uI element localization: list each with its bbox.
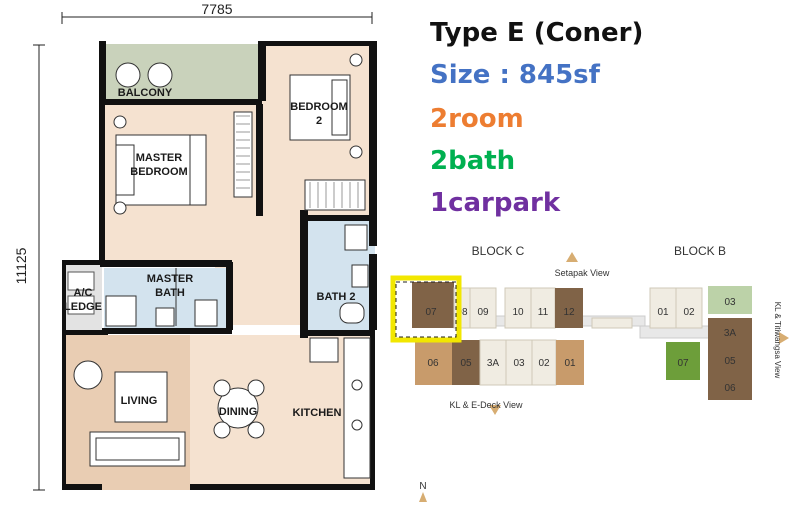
- bath2-fixtures: [339, 224, 369, 324]
- room-labels: BALCONY BEDROOM 2 MASTER BEDROOM MASTER …: [64, 87, 355, 419]
- label-master-line2: BEDROOM: [130, 166, 187, 178]
- label-ac-line2: LEDGE: [64, 301, 102, 313]
- walls: [62, 41, 377, 490]
- unit-b-02[interactable]: [675, 287, 703, 329]
- block-c-label: BLOCK C: [472, 244, 525, 258]
- kl-edeck-view-arrow: [489, 405, 501, 415]
- unit-c-03-label: 03: [513, 358, 525, 369]
- unit-carpark: 1carpark: [430, 188, 561, 218]
- unit-c-12[interactable]: [555, 288, 583, 328]
- kl-titiwangsa-view-label: KL & Titiwangsa View: [773, 302, 782, 379]
- unit-c-3a-label: 3A: [487, 358, 500, 369]
- unit-c-11[interactable]: [530, 287, 556, 329]
- label-living: LIVING: [121, 395, 158, 407]
- label-bedroom2-line1: BEDROOM: [290, 101, 347, 113]
- unit-c-07-label: 07: [425, 307, 437, 318]
- unit-b-05-label: 05: [724, 356, 736, 367]
- unit-c-05[interactable]: [452, 340, 480, 385]
- key-plan: BLOCK C BLOCK B Setapak View KL & E-Deck…: [390, 244, 789, 415]
- setapak-view-label: Setapak View: [555, 268, 610, 278]
- unit-c-09-label: 09: [477, 307, 489, 318]
- unit-c-08-label: 08: [456, 307, 468, 318]
- block-b-label: BLOCK B: [674, 244, 726, 258]
- unit-rooms: 2room: [430, 104, 524, 134]
- label-dining: DINING: [219, 406, 258, 418]
- label-master-line1: MASTER: [136, 152, 183, 164]
- living-armchair: [73, 360, 103, 390]
- unit-c-12-label: 12: [563, 307, 575, 318]
- unit-c-03[interactable]: [505, 339, 533, 386]
- kitchen-counter: [309, 337, 371, 479]
- unit-b-06[interactable]: [708, 374, 752, 400]
- unit-b-07[interactable]: [666, 342, 700, 380]
- label-kitchen: KITCHEN: [293, 407, 342, 419]
- balcony-chairs: [115, 62, 173, 88]
- north-arrow-icon: [419, 492, 427, 502]
- unit-c-09[interactable]: [469, 287, 497, 329]
- north-arrow: N: [419, 481, 427, 502]
- dimension-height: 11125: [13, 44, 45, 491]
- label-bath2: BATH 2: [317, 291, 356, 303]
- wardrobe-master: [233, 111, 253, 198]
- living-sofa: [89, 431, 186, 467]
- dining-set: [213, 379, 265, 439]
- selected-unit-highlight: [390, 275, 462, 343]
- master-bed: [113, 115, 207, 215]
- label-bedroom2-line2: 2: [316, 115, 322, 127]
- ac-ledge-units: [67, 271, 95, 315]
- label-master-bath-line2: BATH: [155, 287, 185, 299]
- kl-edeck-view-label: KL & E-Deck View: [449, 400, 523, 410]
- unit-b-3a[interactable]: [708, 318, 752, 346]
- selected-unit-dashed-outline: [395, 281, 457, 338]
- unit-type-title: Type E (Coner): [430, 18, 644, 48]
- master-bath-fixtures: [105, 268, 218, 327]
- unit-c-10[interactable]: [504, 287, 532, 329]
- north-label: N: [419, 481, 426, 492]
- width-dimension-label: 7785: [201, 1, 232, 17]
- unit-c-01[interactable]: [556, 340, 584, 385]
- unit-c-06[interactable]: [415, 340, 452, 385]
- lobby-units: [591, 317, 633, 329]
- unit-b-01[interactable]: [649, 287, 677, 329]
- unit-b-06-label: 06: [724, 383, 736, 394]
- unit-b-05[interactable]: [708, 346, 752, 374]
- label-balcony: BALCONY: [118, 87, 173, 99]
- unit-b-02-label: 02: [683, 307, 695, 318]
- unit-c-01-label: 01: [564, 358, 576, 369]
- unit-c-06-label: 06: [427, 358, 439, 369]
- unit-c-07[interactable]: [412, 282, 454, 328]
- unit-c-02-label: 02: [538, 358, 550, 369]
- unit-b-01-label: 01: [657, 307, 669, 318]
- unit-size: Size : 845sf: [430, 60, 600, 90]
- setapak-view-arrow: [566, 252, 578, 262]
- kl-titiwangsa-view-arrow: [779, 332, 789, 344]
- unit-c-10-label: 10: [512, 307, 524, 318]
- bedroom2-bed: [289, 53, 363, 159]
- unit-c-05-label: 05: [460, 358, 472, 369]
- unit-c-11-label: 11: [538, 307, 549, 318]
- unit-b-03-label: 03: [724, 297, 736, 308]
- unit-baths: 2bath: [430, 146, 516, 176]
- unit-b-07-label: 07: [677, 358, 689, 369]
- dimension-width: 7785: [61, 1, 373, 24]
- unit-b-3a-label: 3A: [724, 328, 737, 339]
- height-dimension-label: 11125: [13, 247, 29, 284]
- label-master-bath-line1: MASTER: [147, 273, 194, 285]
- unit-b-03[interactable]: [708, 286, 752, 314]
- label-ac-line1: A/C: [74, 287, 93, 299]
- wardrobe-bedroom2: [304, 179, 366, 211]
- living-tv: [114, 371, 168, 423]
